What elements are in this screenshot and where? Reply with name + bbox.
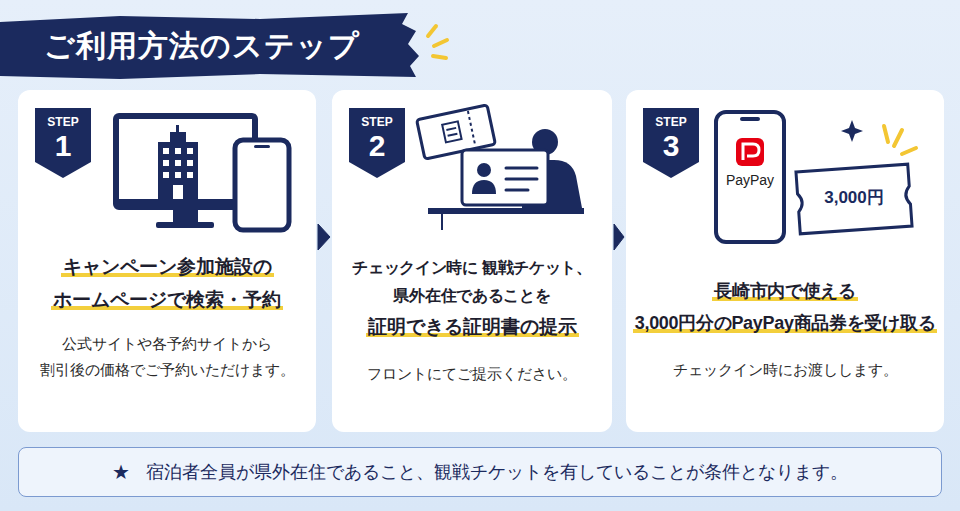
- body-line: チェックイン時にお渡しします。: [673, 357, 898, 383]
- step-text: 公式サイトや各予約サイトから 割引後の価格でご予約いただけます。: [40, 335, 295, 378]
- step-badge: STEP2: [349, 108, 405, 178]
- body-line: 公式サイトや各予約サイトから 割引後の価格でご予約いただけます。: [24, 331, 310, 384]
- body-line: フロントにてご提示ください。: [367, 361, 577, 387]
- step-badge: STEP3: [643, 108, 699, 178]
- step-word: STEP: [643, 108, 699, 129]
- step-arrow: [614, 224, 624, 250]
- title-text: ご利用方法のステップ: [44, 26, 360, 67]
- step-heading: 証明できる証明書の提示: [366, 316, 579, 337]
- star-mark: ★: [112, 460, 130, 484]
- step-word: STEP: [35, 108, 91, 129]
- step-heading: 長崎市内で使える 3,000円分のPayPay商品券を受け取る: [633, 281, 938, 333]
- brush-banner: [0, 13, 419, 79]
- step-text: チェックイン時に 観戦チケット、県外在住であることを: [352, 259, 592, 304]
- condition-note: ★ 宿泊者全員が県外在住であること、観戦チケットを有していることが条件となります。: [18, 447, 942, 497]
- step-text: チェックイン時にお渡しします。: [673, 361, 898, 378]
- step-card: 長崎市内で使える 3,000円分のPayPay商品券を受け取るチェックイン時にお…: [626, 90, 944, 432]
- card-text-column: 長崎市内で使える 3,000円分のPayPay商品券を受け取るチェックイン時にお…: [632, 276, 938, 383]
- step-arrow: [318, 224, 330, 250]
- heading-line: 長崎市内で使える 3,000円分のPayPay商品券を受け取る: [632, 276, 938, 339]
- step-number: 3: [643, 129, 699, 163]
- step-number: 1: [35, 129, 91, 163]
- step-number: 2: [349, 129, 405, 163]
- voucher-amount: 3,000円: [812, 186, 896, 209]
- heading-line: 証明できる証明書の提示: [366, 310, 579, 343]
- card-text-column: キャンペーン参加施設の ホームページで検索・予約公式サイトや各予約サイトから 割…: [24, 250, 310, 383]
- step-badge: STEP1: [35, 108, 91, 178]
- step-heading: キャンペーン参加施設の ホームページで検索・予約: [51, 256, 283, 310]
- step-card: キャンペーン参加施設の ホームページで検索・予約公式サイトや各予約サイトから 割…: [18, 90, 316, 432]
- accent-lines: [428, 26, 447, 58]
- step-card: チェックイン時に 観戦チケット、県外在住であることを証明できる証明書の提示フロン…: [332, 90, 612, 432]
- note-text: 宿泊者全員が県外在住であること、観戦チケットを有していることが条件となります。: [146, 460, 848, 484]
- card-text-column: チェックイン時に 観戦チケット、県外在住であることを証明できる証明書の提示フロン…: [338, 254, 606, 388]
- body-line: チェックイン時に 観戦チケット、県外在住であることを: [338, 254, 606, 310]
- step-word: STEP: [349, 108, 405, 129]
- step-text: フロントにてご提示ください。: [367, 365, 577, 382]
- heading-line: キャンペーン参加施設の ホームページで検索・予約: [24, 250, 310, 317]
- app-name: PayPay: [720, 172, 780, 188]
